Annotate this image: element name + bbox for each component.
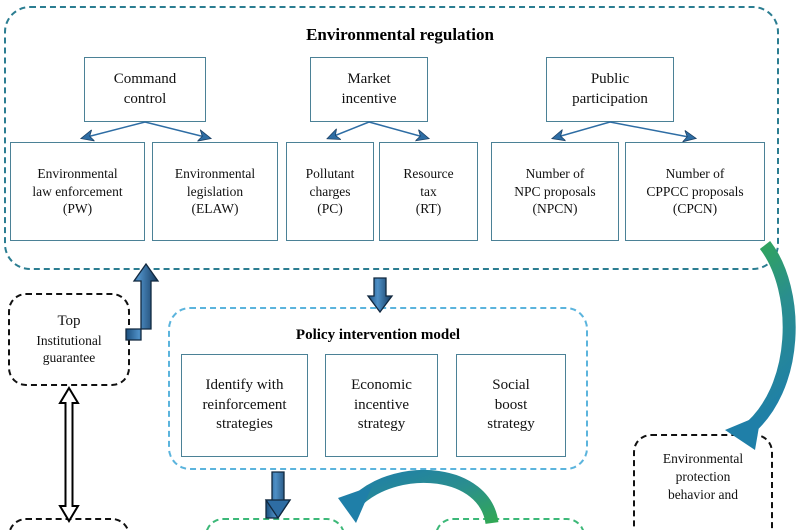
strategy-box-social-boost[interactable]: Social boost strategy	[456, 354, 566, 457]
indicator-line: legislation	[186, 183, 244, 199]
strategy-box-economic-incentive[interactable]: Economic incentive strategy	[325, 354, 438, 457]
indicator-line: Number of	[665, 165, 725, 181]
policy-intervention-title: Policy intervention model	[295, 327, 461, 343]
arrow-policy-to-bottom	[265, 471, 292, 519]
strategy-line: strategy	[487, 416, 535, 433]
category-line: Command	[113, 70, 177, 87]
category-line: Market	[347, 70, 391, 87]
category-line: control	[123, 90, 167, 107]
strategy-line: Economic	[351, 376, 412, 393]
institutional-line: guarantee	[42, 350, 96, 366]
strategy-line: strategy	[357, 416, 406, 433]
indicator-box-pc[interactable]: Pollutant charges (PC)	[286, 142, 374, 241]
behavior-line: behavior and	[667, 486, 739, 502]
indicator-box-npcn[interactable]: Number of NPC proposals (NPCN)	[491, 142, 619, 241]
category-line: participation	[572, 90, 648, 107]
indicator-code: (PC)	[317, 201, 343, 217]
indicator-code: (NPCN)	[532, 201, 578, 217]
indicator-code: (RT)	[415, 201, 442, 217]
strategy-line: reinforcement	[202, 396, 287, 413]
indicator-line: Pollutant	[305, 165, 355, 181]
strategy-line: boost	[494, 396, 528, 413]
bottom-green-box-right[interactable]	[435, 518, 585, 530]
category-line: Public	[590, 70, 630, 87]
category-box-public-participation[interactable]: Public participation	[546, 57, 674, 122]
indicator-line: tax	[420, 183, 437, 199]
environmental-regulation-title: Environmental regulation	[306, 25, 494, 44]
indicator-code: (PW)	[62, 201, 93, 217]
bottom-black-box-left[interactable]	[8, 518, 130, 530]
indicator-line: Resource	[403, 165, 454, 181]
arrow-institutional-double	[58, 386, 80, 523]
indicator-line: Environmental	[37, 165, 118, 181]
strategy-line: incentive	[354, 396, 409, 413]
indicator-box-cpcn[interactable]: Number of CPPCC proposals (CPCN)	[625, 142, 765, 241]
category-line: incentive	[341, 90, 397, 107]
indicator-line: CPPCC proposals	[646, 183, 744, 199]
bottom-green-box-left[interactable]	[205, 518, 345, 530]
indicator-box-elaw[interactable]: Environmental legislation (ELAW)	[152, 142, 278, 241]
indicator-code: (ELAW)	[191, 201, 239, 217]
category-box-market-incentive[interactable]: Market incentive	[310, 57, 428, 122]
indicator-line: NPC proposals	[514, 183, 596, 199]
behavior-line: protection	[675, 468, 731, 484]
arrow-bottom-feedback	[338, 469, 499, 525]
arrow-policy-to-bottom-head	[264, 499, 292, 520]
indicator-box-rt[interactable]: Resource tax (RT)	[379, 142, 478, 241]
category-box-command-control[interactable]: Command control	[84, 57, 206, 122]
indicator-code: (CPCN)	[672, 201, 718, 217]
indicator-line: law enforcement	[32, 183, 123, 199]
indicator-box-pw[interactable]: Environmental law enforcement (PW)	[10, 142, 145, 241]
environmental-protection-behavior-box[interactable]: Environmental protection behavior and	[633, 434, 773, 530]
arrow-regulation-to-behavior	[725, 241, 796, 450]
behavior-line: Environmental	[662, 451, 744, 466]
indicator-line: Environmental	[174, 165, 256, 181]
strategy-line: Social	[492, 376, 530, 393]
indicator-line: charges	[309, 183, 351, 199]
indicator-line: Number of	[525, 165, 585, 181]
arrow-institutional-to-regulation	[125, 262, 160, 341]
strategy-box-identify-reinforcement[interactable]: Identify with reinforcement strategies	[181, 354, 308, 457]
strategy-line: strategies	[216, 416, 273, 433]
institutional-line: Institutional	[36, 332, 102, 348]
strategy-line: Identify with	[205, 376, 284, 393]
institutional-guarantee-box[interactable]: Top Institutional guarantee	[8, 293, 130, 386]
institutional-line: Top	[57, 312, 81, 329]
